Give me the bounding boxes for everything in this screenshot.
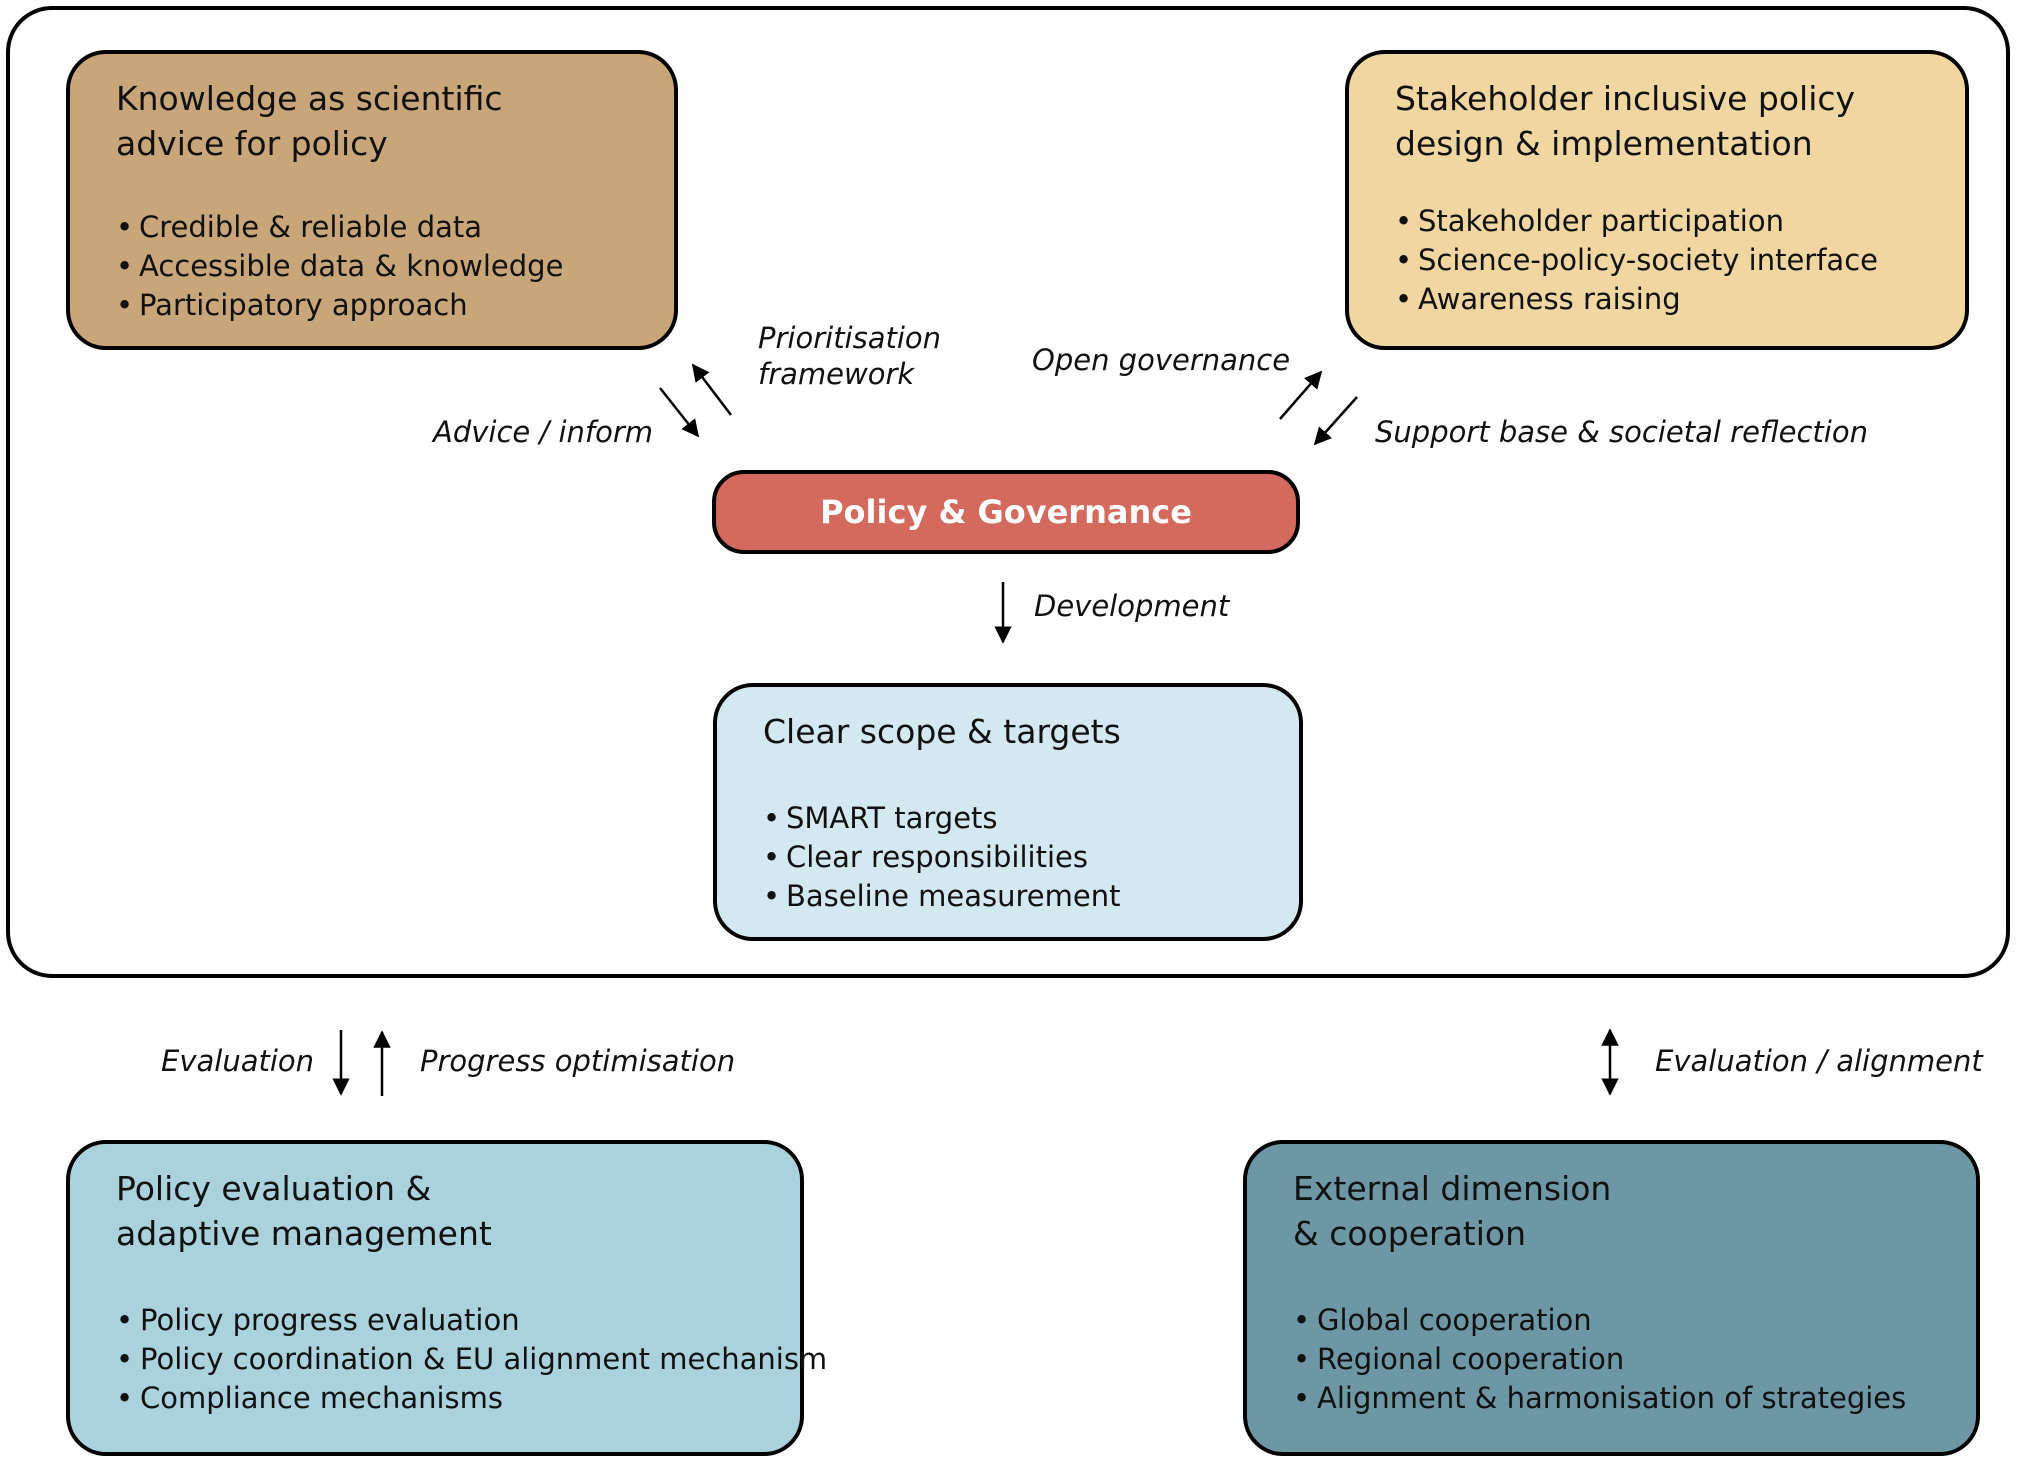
open-governance-label: Open governance [1032, 343, 1291, 377]
list-item: Global cooperation [1293, 1301, 1930, 1340]
knowledge-box: Knowledge as scientific advice for polic… [66, 50, 678, 350]
list-item: Policy coordination & EU alignment mecha… [116, 1340, 827, 1379]
evaluation-alignment-label: Evaluation / alignment [1655, 1044, 1983, 1078]
list-item: Accessible data & knowledge [116, 247, 628, 286]
development-label: Development [1034, 589, 1230, 623]
list-item: Credible & reliable data [116, 208, 628, 247]
stakeholder-box: Stakeholder inclusive policy design & im… [1345, 50, 1969, 350]
evaluation-list: Policy progress evaluation Policy coordi… [116, 1301, 827, 1418]
list-item: Awareness raising [1395, 280, 1919, 319]
list-item: SMART targets [763, 799, 1253, 838]
list-item: Participatory approach [116, 286, 628, 325]
evaluation-box: Policy evaluation & adaptive management … [66, 1140, 827, 1456]
list-item: Baseline measurement [763, 877, 1253, 916]
list-item: Science-policy-society interface [1395, 241, 1919, 280]
scope-list: SMART targets Clear responsibilities Bas… [763, 799, 1253, 916]
list-item: Compliance mechanisms [116, 1379, 754, 1418]
stakeholder-title: Stakeholder inclusive policy design & im… [1395, 79, 1856, 163]
evaluation-title: Policy evaluation & adaptive management [116, 1169, 492, 1253]
evaluation-label: Evaluation [161, 1044, 315, 1078]
list-item: Policy progress evaluation [116, 1301, 754, 1340]
list-item: Regional cooperation [1293, 1340, 1930, 1379]
external-title: External dimension & cooperation [1293, 1169, 1612, 1253]
policy-governance-box: Policy & Governance [712, 470, 1300, 554]
scope-box: Clear scope & targets SMART targets Clea… [713, 683, 1303, 941]
list-item: Clear responsibilities [763, 838, 1253, 877]
policy-framework-frame [6, 6, 2010, 978]
progress-optimisation-label: Progress optimisation [420, 1044, 736, 1078]
stakeholder-list: Stakeholder participation Science-policy… [1395, 202, 1919, 319]
knowledge-list: Credible & reliable data Accessible data… [116, 208, 628, 325]
prioritisation-label: Prioritisation framework [758, 321, 942, 391]
list-item: Alignment & harmonisation of strategies [1293, 1379, 1930, 1418]
external-box: External dimension & cooperation Global … [1243, 1140, 1980, 1456]
advice-label: Advice / inform [433, 415, 654, 449]
knowledge-title: Knowledge as scientific advice for polic… [116, 79, 503, 163]
support-base-label: Support base & societal reflection [1375, 415, 1868, 449]
scope-title: Clear scope & targets [763, 712, 1121, 751]
list-item: Stakeholder participation [1395, 202, 1919, 241]
policy-governance-title: Policy & Governance [820, 493, 1192, 531]
external-list: Global cooperation Regional cooperation … [1293, 1301, 1930, 1418]
